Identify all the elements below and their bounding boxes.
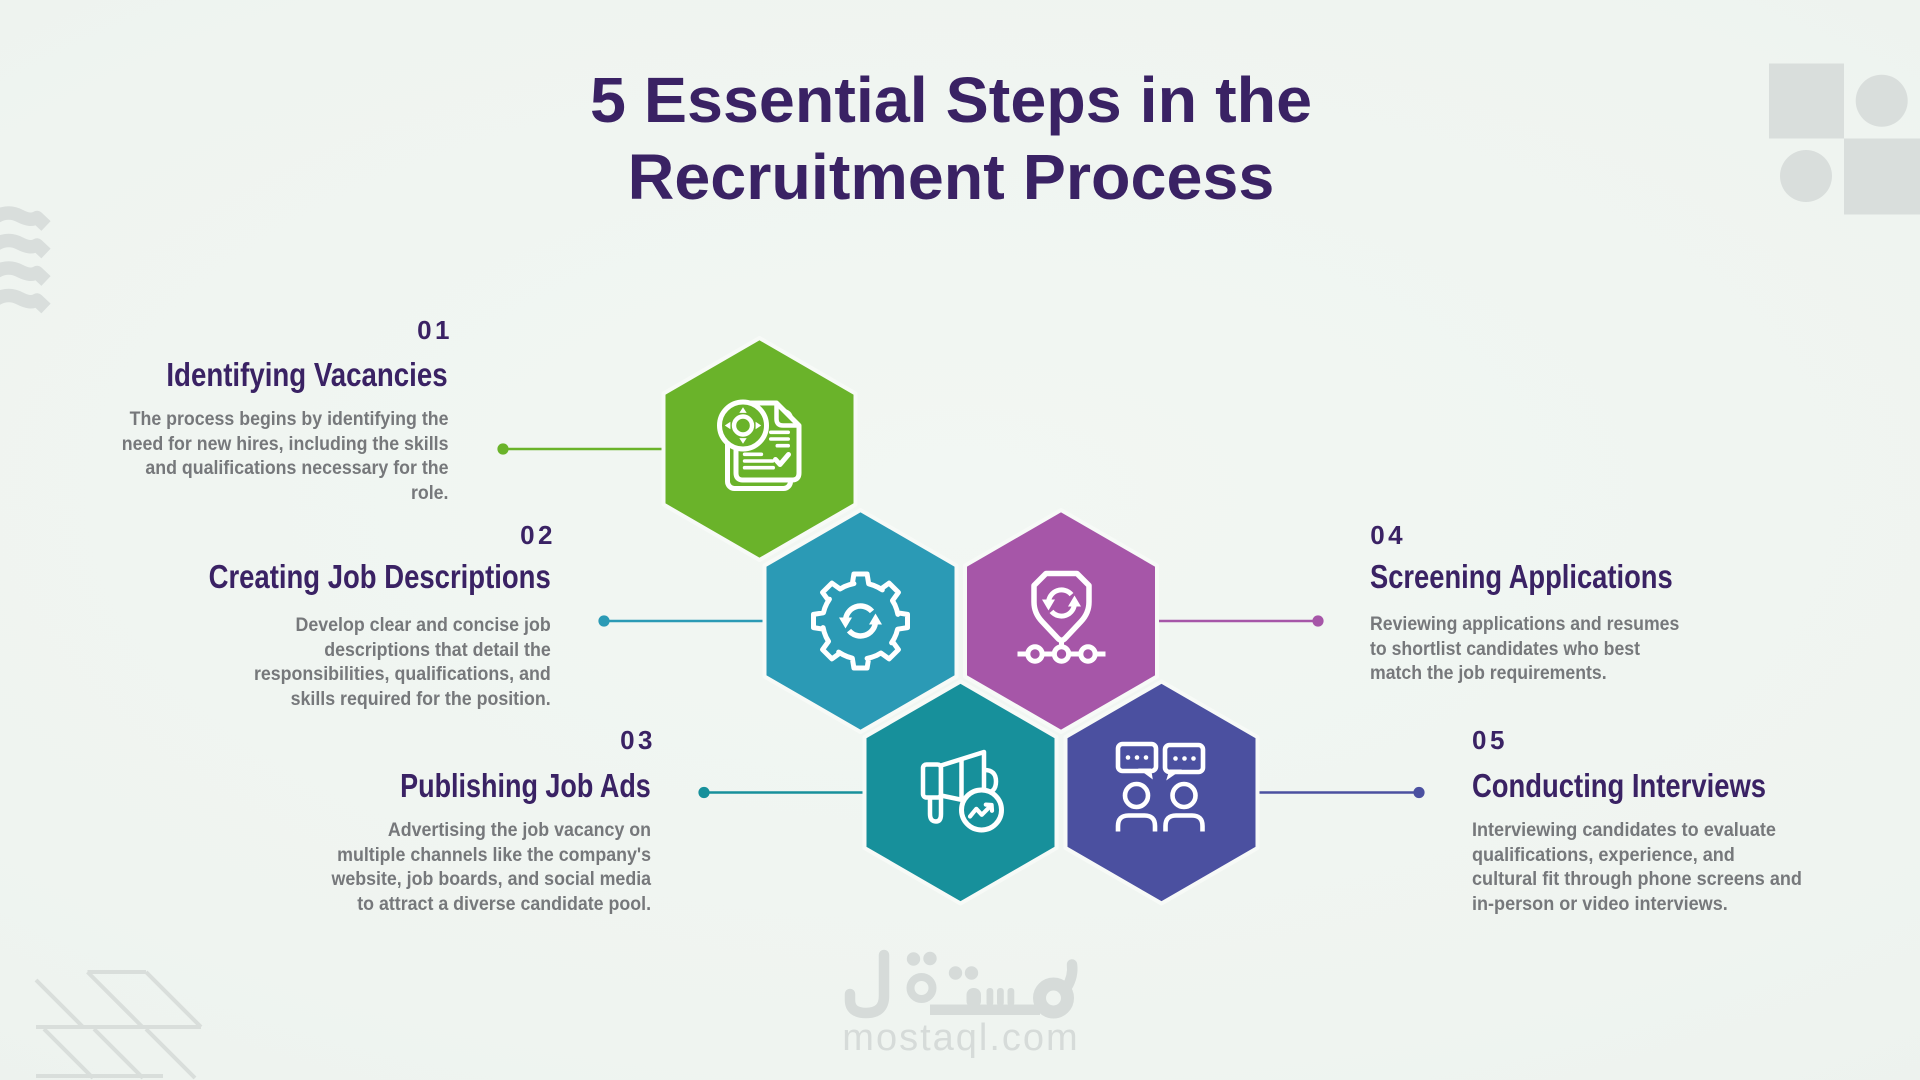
svg-text:mostaql.com: mostaql.com [842,1017,1079,1059]
